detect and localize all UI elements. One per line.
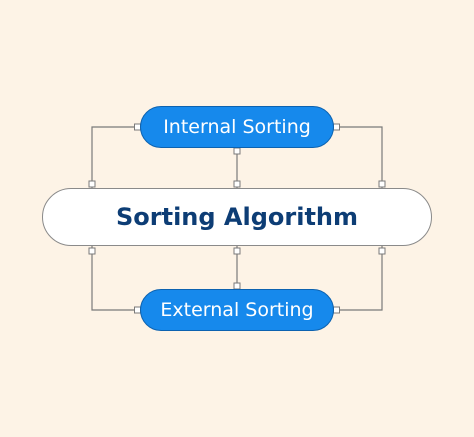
- port-central-bottom-center: [233, 247, 241, 255]
- external-sorting-node: External Sorting: [140, 289, 334, 331]
- port-top-right-end: [333, 123, 340, 131]
- connector-top-left: [91, 126, 140, 188]
- port-bottom-right-end: [333, 306, 340, 314]
- port-central-top-right: [378, 180, 386, 188]
- port-central-top-center: [233, 180, 241, 188]
- port-top-center-end: [233, 147, 241, 155]
- internal-sorting-node: Internal Sorting: [140, 106, 334, 148]
- sorting-algorithm-node: Sorting Algorithm: [42, 188, 432, 246]
- connector-bottom-right: [334, 246, 383, 311]
- port-central-bottom-right: [378, 247, 386, 255]
- port-central-bottom-left: [88, 247, 96, 255]
- port-central-top-left: [88, 180, 96, 188]
- connector-top-right: [334, 126, 383, 188]
- connector-bottom-left: [91, 246, 140, 311]
